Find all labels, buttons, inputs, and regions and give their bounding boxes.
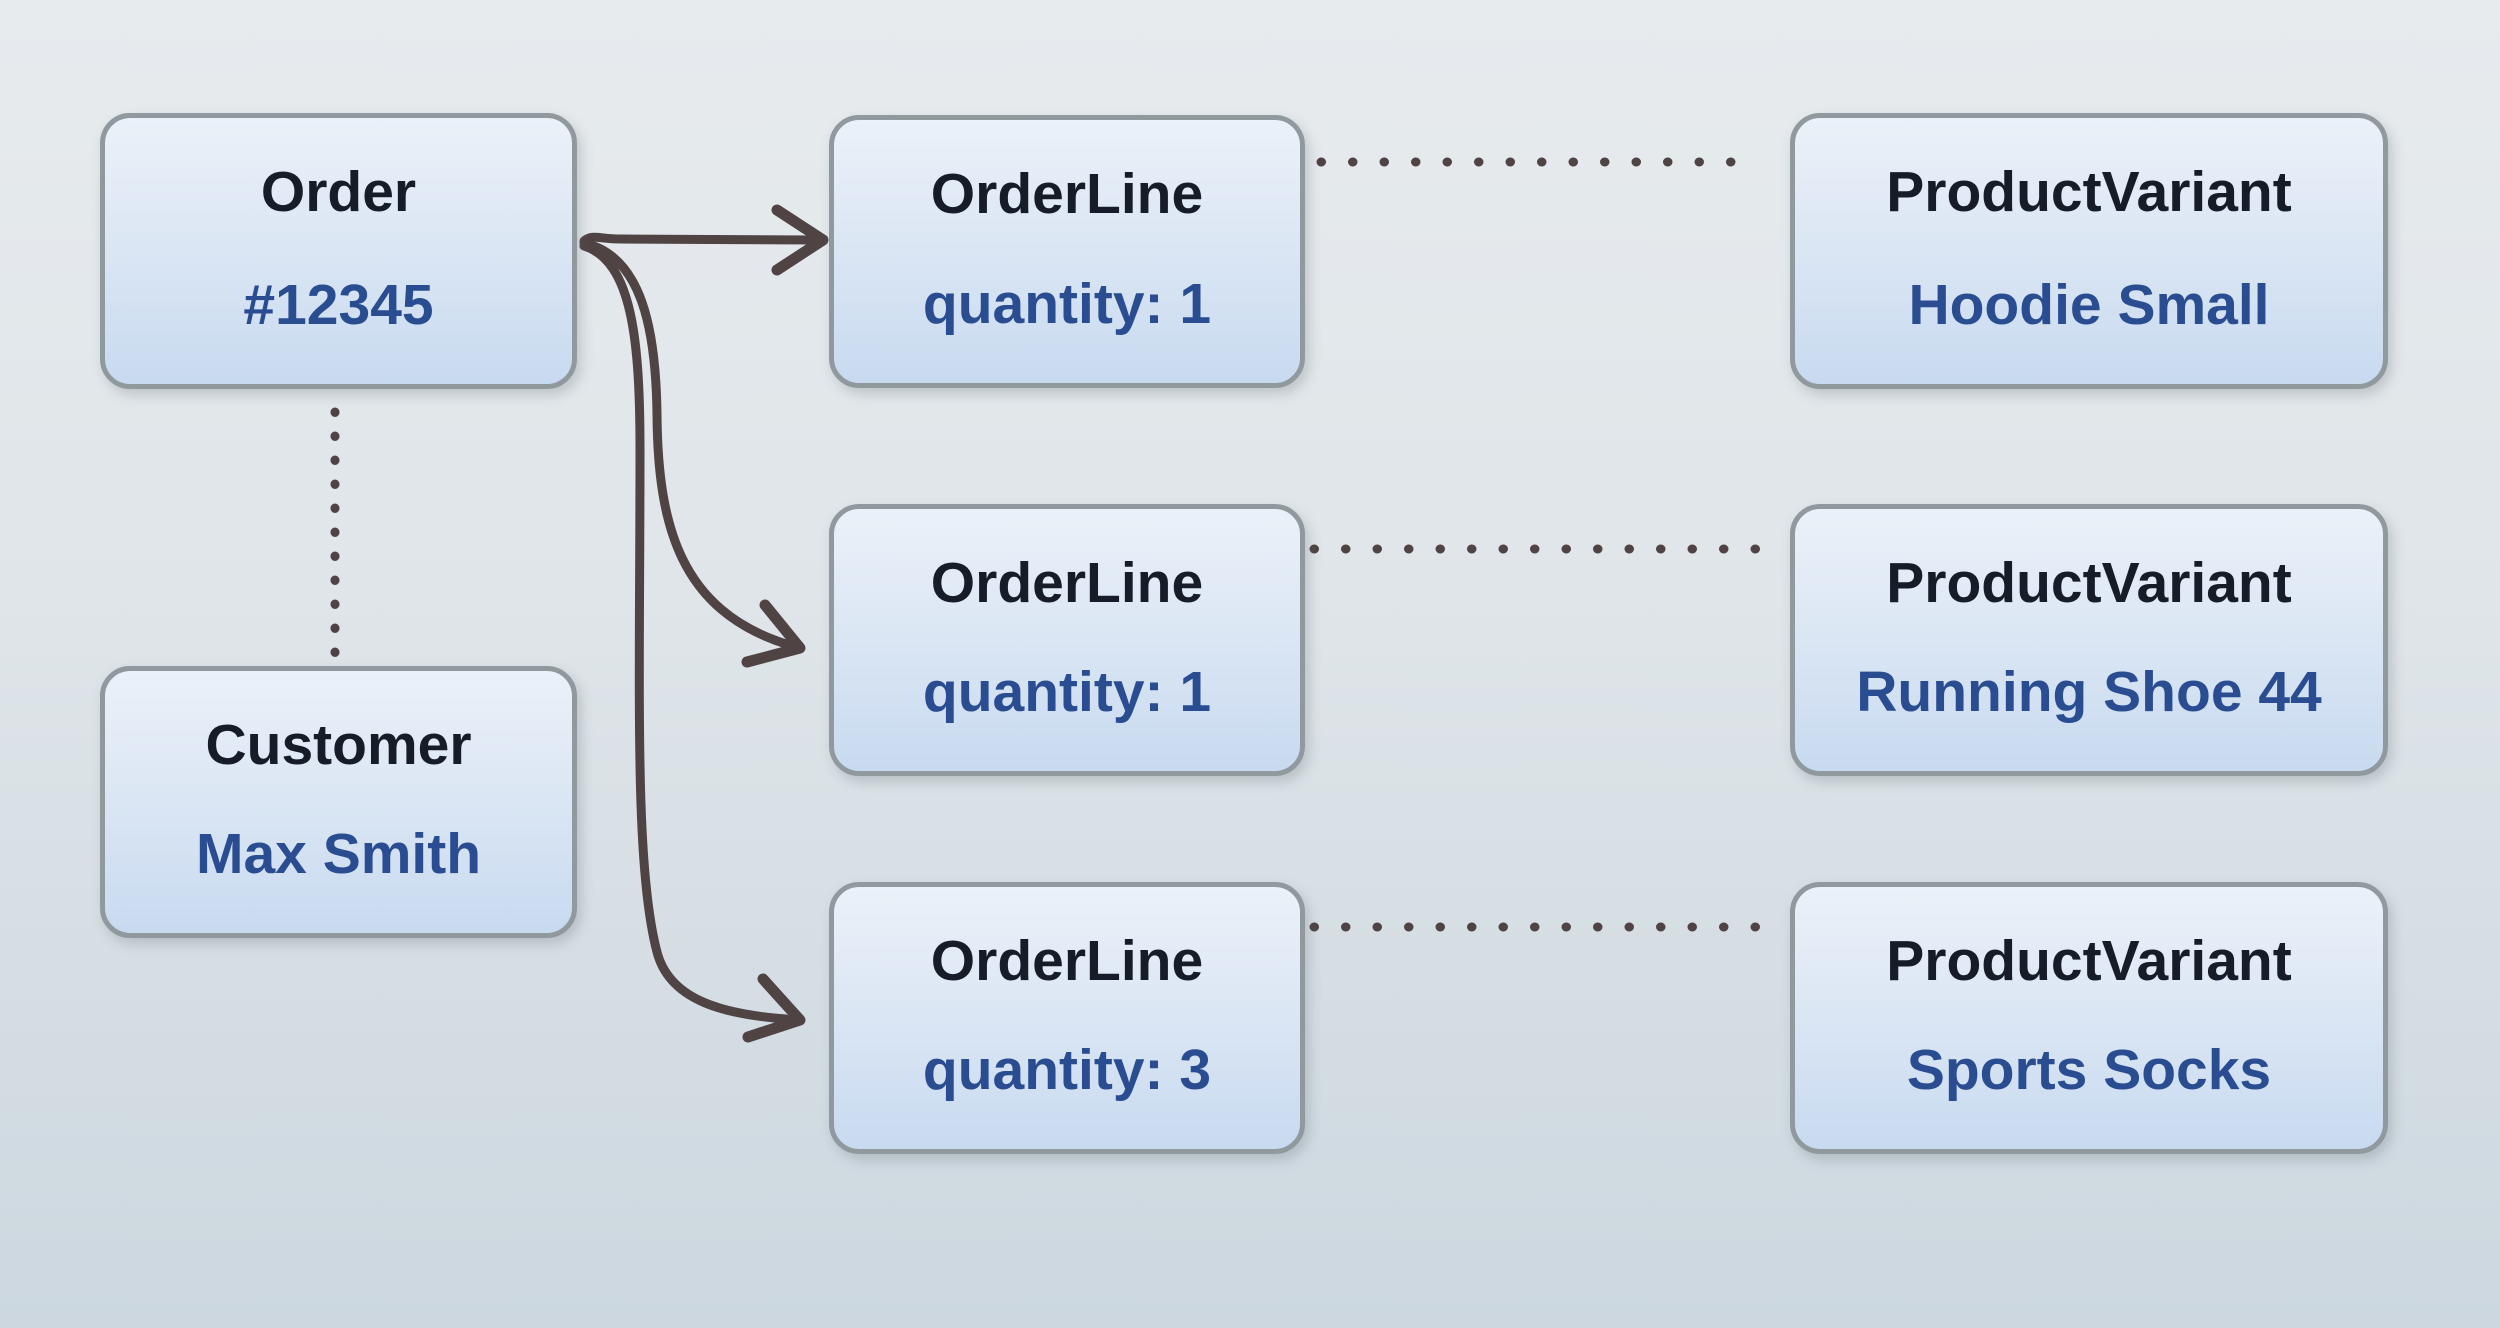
- orderline-node-2-value: quantity: 1: [922, 660, 1212, 724]
- order-node: Order #12345: [100, 113, 577, 389]
- order-to-orderline1-arrowhead: [771, 204, 829, 276]
- productvariant-node-1-title: ProductVariant: [1886, 160, 2292, 224]
- productvariant-node-1-value: Hoodie Small: [1908, 273, 2270, 337]
- order-to-orderline3-arrow: [579, 241, 791, 1024]
- customer-node-value: Max Smith: [195, 822, 482, 886]
- order-to-orderline3-arrowhead: [742, 973, 806, 1043]
- productvariant-node-2-title: ProductVariant: [1886, 551, 2292, 615]
- productvariant-node-3-value: Sports Socks: [1906, 1038, 2272, 1102]
- orderline-node-3-value: quantity: 3: [922, 1038, 1212, 1102]
- orderline-node-1-title: OrderLine: [930, 162, 1204, 226]
- order-to-orderline1-arrow: [579, 232, 819, 246]
- productvariant-node-1: ProductVariant Hoodie Small: [1790, 113, 2388, 389]
- orderline-node-3-title: OrderLine: [930, 929, 1204, 993]
- orderline-node-1: OrderLine quantity: 1: [829, 115, 1305, 388]
- customer-node-title: Customer: [205, 713, 472, 777]
- orderline-node-1-value: quantity: 1: [922, 272, 1212, 336]
- productvariant-node-2-value: Running Shoe 44: [1856, 660, 2322, 724]
- order-to-orderline2-arrow: [579, 238, 791, 649]
- orderline-node-3: OrderLine quantity: 3: [829, 882, 1305, 1154]
- order-node-value: #12345: [243, 273, 434, 337]
- customer-node: Customer Max Smith: [100, 666, 577, 938]
- order-node-title: Order: [260, 160, 417, 224]
- orderline-node-2-title: OrderLine: [930, 551, 1204, 615]
- productvariant-node-3: ProductVariant Sports Socks: [1790, 882, 2388, 1154]
- orderline-node-2: OrderLine quantity: 1: [829, 504, 1305, 776]
- productvariant-node-2: ProductVariant Running Shoe 44: [1790, 504, 2388, 776]
- productvariant-node-3-title: ProductVariant: [1886, 929, 2292, 993]
- order-to-orderline2-arrowhead: [741, 599, 806, 668]
